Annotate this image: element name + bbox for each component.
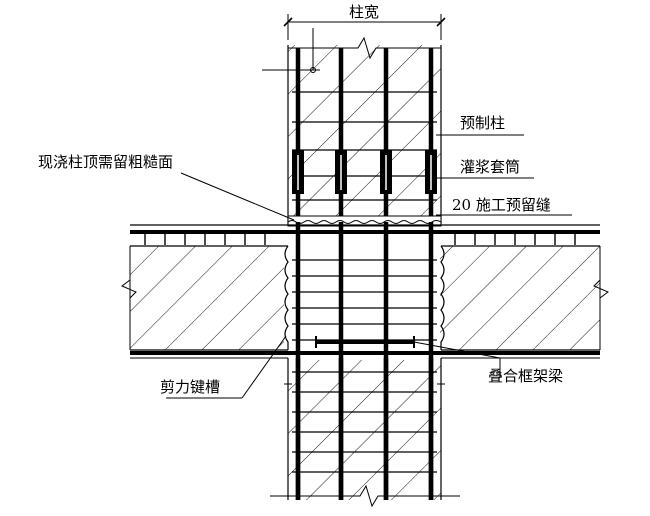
beam-right: [440, 246, 609, 351]
label-cast-in-place-top: 现浇柱顶需留粗糙面: [38, 153, 173, 171]
label-construction-joint: 20 施工预留缝: [452, 196, 551, 214]
precast-column-upper: [262, 28, 442, 225]
grout-sleeves: [292, 150, 437, 194]
annotation-shear-key: 剪力键槽: [160, 335, 287, 399]
annotation-composite-beam: 叠合框架梁: [413, 341, 563, 385]
label-composite-beam: 叠合框架梁: [488, 367, 563, 385]
label-shear-key: 剪力键槽: [160, 378, 220, 396]
label-precast-column: 预制柱: [460, 114, 505, 132]
annotation-precast-column: 预制柱: [436, 114, 524, 136]
construction-joint-zone: [287, 215, 442, 227]
beam-left: [121, 246, 288, 351]
annotation-construction-joint: 20 施工预留缝: [436, 196, 572, 216]
annotation-cast-in-place-top: 现浇柱顶需留粗糙面: [38, 153, 295, 221]
slab-top: [130, 224, 600, 247]
column-lower: [270, 358, 460, 508]
label-column-width: 柱宽: [349, 3, 379, 21]
label-grout-sleeve: 灌浆套筒: [460, 158, 520, 176]
annotation-grout-sleeve: 灌浆套筒: [436, 158, 534, 179]
dimension-column-width: 柱宽: [283, 3, 446, 40]
